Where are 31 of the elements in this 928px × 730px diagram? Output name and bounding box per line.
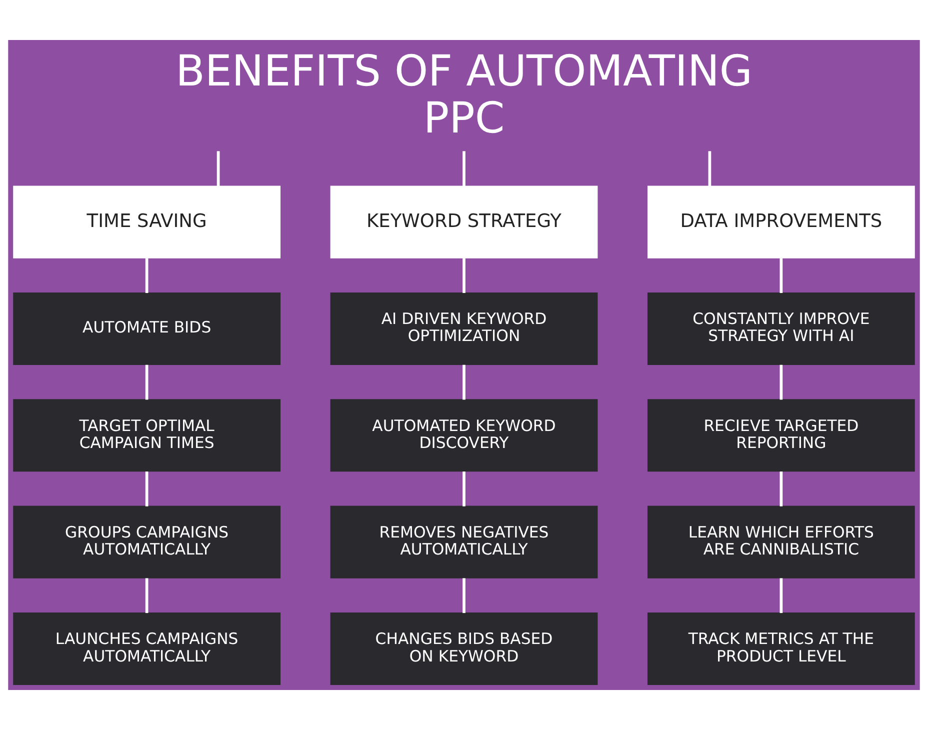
connector	[708, 151, 712, 186]
connector	[462, 258, 466, 294]
connector	[145, 364, 148, 400]
connector	[216, 151, 220, 186]
connector	[145, 472, 148, 506]
connector	[780, 364, 783, 400]
node-box: TARGET OPTIMAL CAMPAIGN TIMES	[13, 399, 281, 472]
node-box: REMOVES NEGATIVES AUTOMATICALLY	[330, 506, 598, 578]
connector	[462, 472, 466, 506]
node-box: TIME SAVING	[13, 186, 281, 258]
node-box: DATA IMPROVEMENTS	[647, 186, 915, 258]
node-box: LAUNCHES CAMPAIGNS AUTOMATICALLY	[13, 612, 281, 686]
node-text: BENEFITS OF AUTOMATING PPC	[176, 46, 752, 144]
connector	[145, 578, 148, 614]
node-box: KEYWORD STRATEGY	[330, 186, 598, 258]
connector	[145, 258, 148, 294]
node-box: CHANGES BIDS BASED ON KEYWORD	[330, 612, 598, 686]
node-box: TRACK METRICS AT THE PRODUCT LEVEL	[647, 612, 915, 686]
node-box: GROUPS CAMPAIGNS AUTOMATICALLY	[13, 506, 281, 578]
node-box: LEARN WHICH EFFORTS ARE CANNIBALISTIC	[647, 506, 915, 578]
connector	[780, 578, 783, 614]
node-box: CONSTANTLY IMPROVE STRATEGY WITH AI	[647, 292, 915, 365]
connector	[780, 258, 783, 294]
node-box: AI DRIVEN KEYWORD OPTIMIZATION	[330, 292, 598, 365]
node-box: RECIEVE TARGETED REPORTING	[647, 399, 915, 472]
connector	[780, 472, 783, 506]
connector	[462, 151, 466, 186]
node-box: AUTOMATED KEYWORD DISCOVERY	[330, 399, 598, 472]
connector	[462, 364, 466, 400]
connector	[462, 578, 466, 614]
node-box: AUTOMATE BIDS	[13, 292, 281, 365]
